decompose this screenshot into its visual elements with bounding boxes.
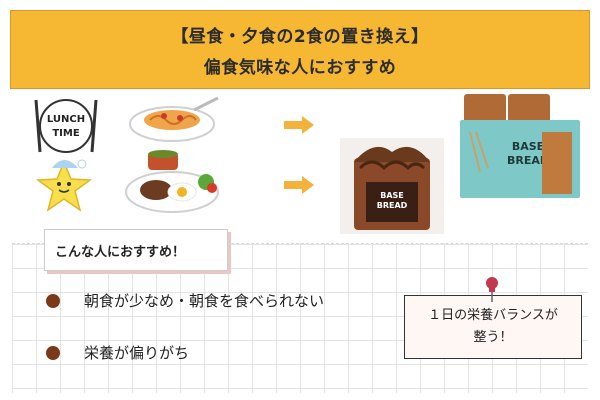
- arrow-right-icon: [284, 176, 314, 194]
- lunch-time-clock-icon: LUNCH TIME: [34, 99, 98, 153]
- note-line-1: １日の栄養バランスが: [428, 307, 558, 323]
- list-item-text: 朝食が少なめ・朝食を食べられない: [84, 292, 325, 310]
- bullet-dot-icon: [46, 345, 60, 360]
- base-bread-chocolate-product: BASE BREAD: [340, 138, 444, 234]
- svg-text:BREAD: BREAD: [507, 154, 549, 167]
- pasta-plate-icon: [129, 96, 219, 142]
- list-item: 朝食が少なめ・朝食を食べられない: [46, 290, 324, 311]
- note-line-2: 整う！: [473, 330, 513, 345]
- svg-text:BREAD: BREAD: [377, 201, 408, 210]
- base-bread-plain-product: BASE BREAD: [460, 94, 580, 198]
- svg-text:BASE: BASE: [380, 191, 404, 200]
- hamburg-steak-plate-icon: [125, 150, 219, 213]
- svg-text:TIME: TIME: [52, 128, 79, 139]
- svg-text:LUNCH: LUNCH: [47, 114, 85, 125]
- bullet-dot-icon: [46, 293, 60, 308]
- push-pin-icon: [486, 277, 498, 302]
- list-item-text: 栄養が偏りがち: [84, 344, 190, 362]
- header-title: 【昼食・夕食の2食の置き換え】: [171, 26, 429, 47]
- recommendation-tag: こんな人におすすめ！: [44, 229, 228, 271]
- header-banner: 【昼食・夕食の2食の置き換え】 偏食気味な人におすすめ: [10, 10, 590, 89]
- sleepy-star-icon: [35, 159, 93, 212]
- arrow-right-icon: [284, 116, 314, 134]
- pinned-note: １日の栄養バランスが 整う！: [404, 295, 582, 359]
- header-subtitle: 偏食気味な人におすすめ: [203, 57, 397, 78]
- svg-text:BASE: BASE: [512, 140, 544, 153]
- recommendation-title: こんな人におすすめ！: [55, 244, 186, 260]
- list-item: 栄養が偏りがち: [46, 342, 189, 363]
